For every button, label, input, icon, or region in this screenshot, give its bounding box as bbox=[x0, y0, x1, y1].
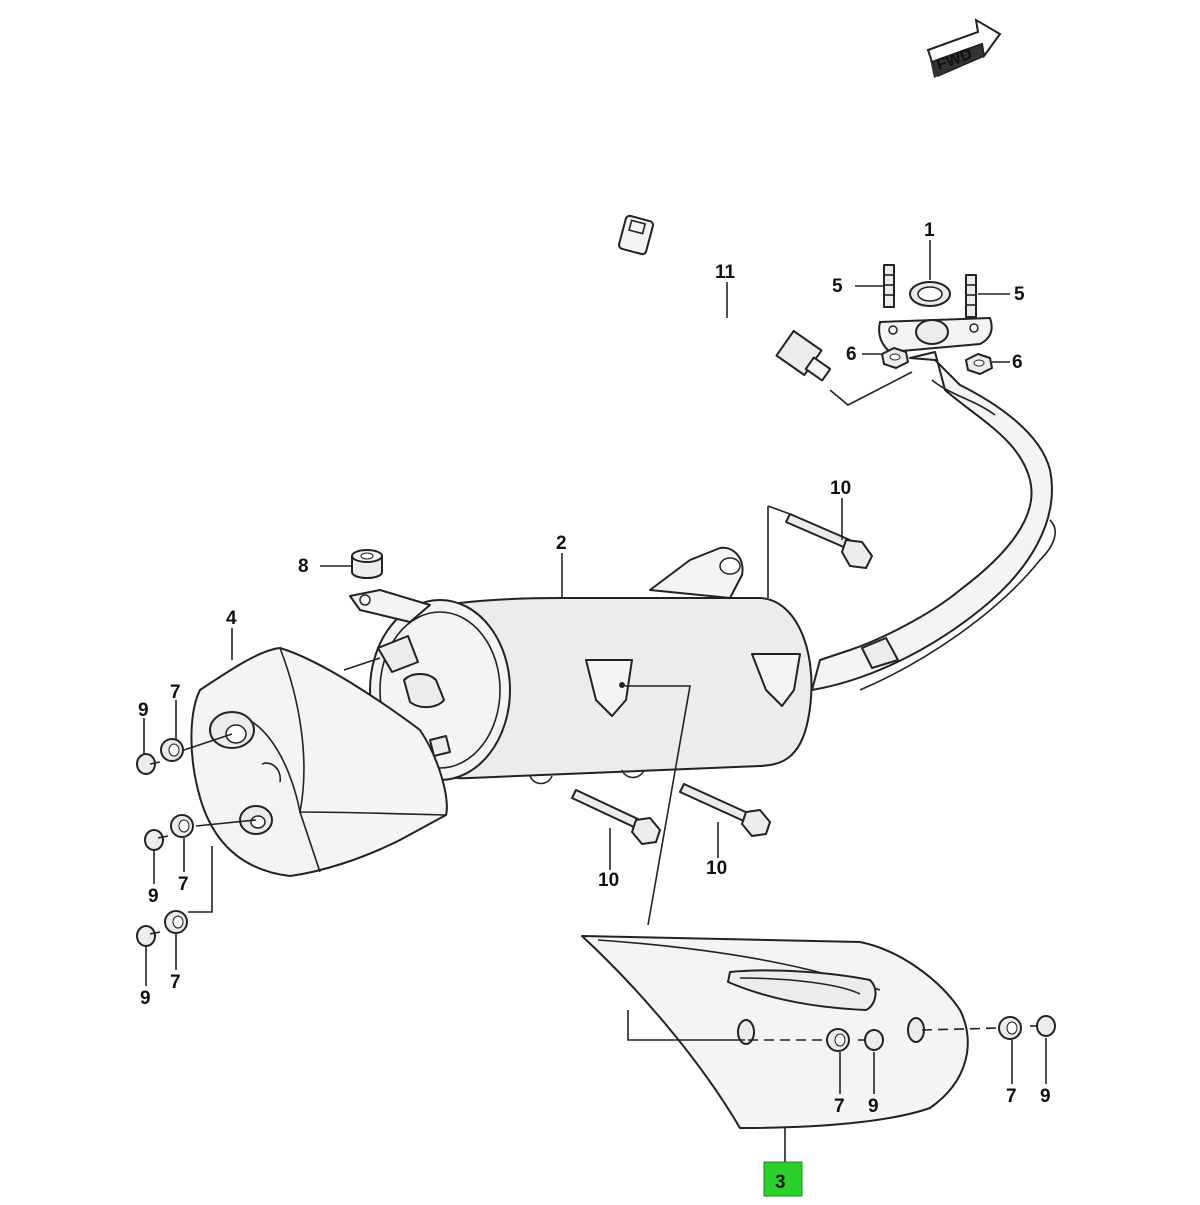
washer-3 bbox=[164, 910, 188, 934]
bolt-top bbox=[785, 513, 873, 569]
callout-5b[interactable]: 5 bbox=[1014, 284, 1025, 305]
callout-7b[interactable]: 7 bbox=[178, 874, 189, 895]
callout-5a[interactable]: 5 bbox=[832, 276, 843, 297]
callout-9d[interactable]: 9 bbox=[868, 1096, 879, 1117]
callout-labels: 1 2 3 4 5 5 6 6 7 7 7 7 7 8 9 9 9 9 9 10… bbox=[138, 220, 1051, 1193]
washer-1 bbox=[160, 738, 184, 762]
assembly-lines bbox=[183, 371, 1001, 1162]
stud-bolt-left bbox=[883, 264, 895, 308]
callout-7c[interactable]: 7 bbox=[170, 972, 181, 993]
washer-5 bbox=[998, 1016, 1022, 1040]
screw-5 bbox=[1030, 1015, 1056, 1037]
screw-4 bbox=[858, 1029, 884, 1051]
washer-4 bbox=[826, 1028, 850, 1052]
callout-9c[interactable]: 9 bbox=[140, 988, 151, 1009]
callout-7e[interactable]: 7 bbox=[1006, 1086, 1017, 1107]
leader-lines bbox=[143, 240, 1047, 1094]
screw-1 bbox=[136, 753, 161, 775]
screw-2 bbox=[144, 829, 169, 851]
fwd-arrow-icon: FWD bbox=[926, 18, 1002, 78]
callout-8[interactable]: 8 bbox=[298, 556, 309, 577]
callout-1[interactable]: 1 bbox=[924, 220, 935, 241]
stud-bolt-right bbox=[965, 274, 977, 318]
callout-10b[interactable]: 10 bbox=[598, 870, 619, 891]
washer-2 bbox=[170, 814, 194, 838]
callout-9e[interactable]: 9 bbox=[1040, 1086, 1051, 1107]
rubber-grommet bbox=[351, 549, 383, 579]
callout-3[interactable]: 3 bbox=[775, 1172, 786, 1193]
exhaust-pipe bbox=[811, 317, 1056, 691]
callout-9a[interactable]: 9 bbox=[138, 700, 149, 721]
nut-right bbox=[965, 353, 993, 375]
callout-7d[interactable]: 7 bbox=[834, 1096, 845, 1117]
callout-9b[interactable]: 9 bbox=[148, 886, 159, 907]
oxygen-sensor bbox=[617, 214, 832, 382]
muffler-end-cover bbox=[190, 647, 448, 877]
callout-7a[interactable]: 7 bbox=[170, 682, 181, 703]
callout-11[interactable]: 11 bbox=[715, 262, 736, 283]
bolt-left bbox=[571, 789, 661, 845]
callout-6b[interactable]: 6 bbox=[1012, 352, 1023, 373]
highlighted-part-box[interactable] bbox=[763, 1161, 803, 1197]
callout-4[interactable]: 4 bbox=[226, 608, 237, 629]
exhaust-gasket bbox=[909, 281, 951, 307]
bolt-right bbox=[679, 783, 771, 837]
callout-10a[interactable]: 10 bbox=[830, 478, 851, 499]
callout-10c[interactable]: 10 bbox=[706, 858, 727, 879]
nut-left bbox=[881, 347, 909, 369]
callout-2[interactable]: 2 bbox=[556, 533, 567, 554]
screw-3 bbox=[136, 925, 161, 947]
callout-6a[interactable]: 6 bbox=[846, 344, 857, 365]
heat-shield-cover bbox=[581, 935, 969, 1129]
